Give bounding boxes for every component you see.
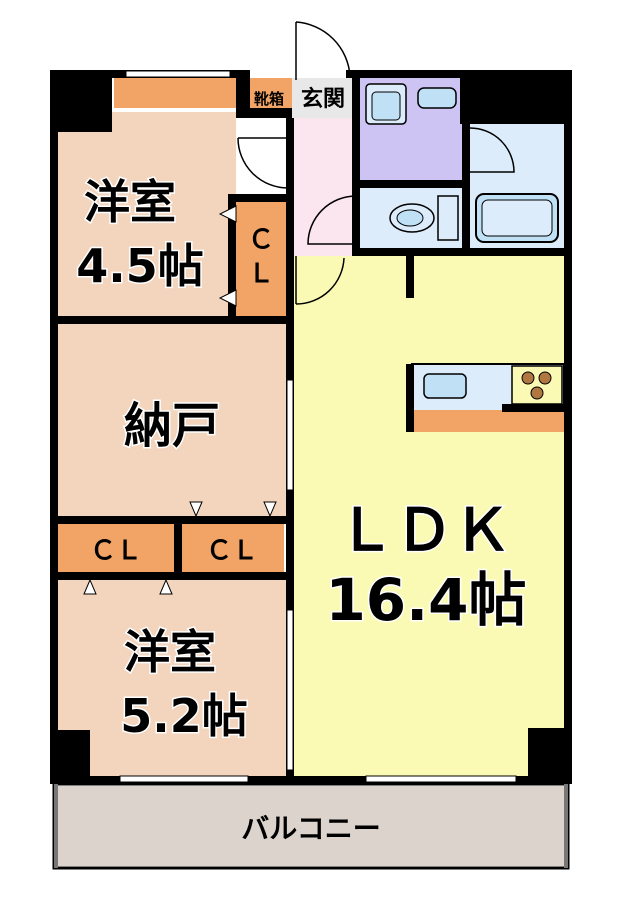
toilet-tank [437,195,459,241]
western-room-2-size: 5.2帖 [120,689,248,743]
toilet-seat-icon [396,209,424,227]
western-room-2-name: 洋室 [124,625,216,679]
interior-wall [58,516,288,524]
ldk-name: ＬＤＫ [337,496,511,564]
entrance-label: 玄関 [301,86,345,112]
pillar [236,70,250,118]
kitchen-sink [423,373,467,399]
washbasin-bowl [371,91,401,121]
closet-3-floor [180,524,284,574]
outer-wall-left [50,70,58,782]
balcony-label: バルコニー [241,812,380,845]
storage-room-floor [58,324,286,517]
western-room-1-size: 4.5帖 [76,239,204,293]
closet-3-label: ＣＬ [206,536,258,566]
interior-wall [352,248,564,256]
ldk-door-swing [295,256,345,305]
window [125,70,231,78]
interior-wall [58,316,288,324]
western-room-1-floor [58,112,236,317]
pillar [460,70,572,124]
window [365,775,517,783]
closet-door-marker [218,289,237,307]
closet-2-label: ＣＬ [90,536,142,566]
closet-door-marker [83,578,97,595]
balcony-wall [54,784,58,868]
western-room-1-name: 洋室 [84,175,176,229]
sliding-door [286,609,294,771]
room-1-door-swing [237,137,289,189]
ldk-size: 16.4帖 [325,566,526,634]
stove-burner-icon [521,371,535,385]
interior-wall [462,78,470,256]
stove-burner-icon [530,386,544,400]
hallway-floor [292,118,356,260]
closet-2-floor [58,524,174,574]
kitchen-wall [502,404,564,412]
shoe-box-label: 靴箱 [254,90,284,108]
ldk-floor [292,256,564,778]
outer-wall-top [346,70,572,78]
bathtub-inner [481,199,553,237]
western-room-2-floor [58,578,286,778]
ldk-pillar [406,256,414,298]
stove-burner-icon [538,371,552,385]
pillar [50,730,90,782]
kitchen-back-counter [412,410,564,432]
interior-wall [174,520,182,576]
interior-wall [352,78,360,256]
closet-door-marker [189,501,203,518]
pillar [50,70,112,132]
kitchen-wall [406,364,414,432]
washing-machine [417,87,457,109]
interior-wall [360,180,470,188]
outer-wall-bottom [50,776,572,784]
closet-door-marker [263,501,277,518]
bathroom-door-swing [469,127,515,173]
balcony-wall [564,784,568,868]
pillar [528,728,572,782]
toilet-door-swing [307,195,357,245]
interior-wall [236,108,292,118]
closet-1-floor [236,200,286,316]
entrance-door-swing [295,21,351,80]
sliding-door [286,379,294,491]
storage-room-name: 納戸 [124,398,220,454]
interior-wall [58,572,288,580]
interior-wall [228,194,236,320]
interior-wall [228,194,286,202]
closet-door-marker [218,205,237,223]
closet-door-marker [159,578,173,595]
window [119,775,249,783]
closet-1-l: Ｌ [248,259,274,289]
outer-wall-right [564,70,572,782]
balcony-floor [56,786,566,866]
closet-1-c: Ｃ [248,225,274,255]
entrance-floor [292,78,356,118]
shoe-box-shelf [114,78,236,108]
